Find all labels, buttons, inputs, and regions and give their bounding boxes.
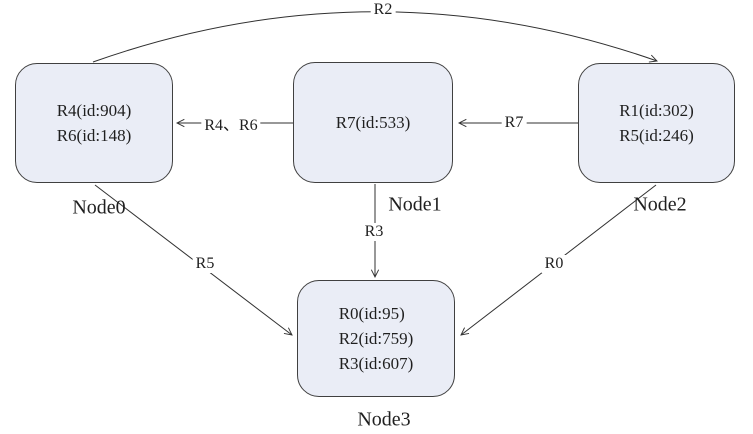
node0-line: R6(id:148) bbox=[56, 126, 132, 145]
node1-caption: Node1 bbox=[388, 193, 442, 216]
edge-node0-to-node2 bbox=[92, 11, 658, 63]
node3-line: R2(id:759) bbox=[338, 329, 414, 348]
node2-caption: Node2 bbox=[633, 193, 687, 216]
edge-label-r3: R3 bbox=[361, 223, 387, 241]
node2-line: R1(id:302) bbox=[619, 101, 694, 120]
node2-contents: R1(id:302) R5(id:246) bbox=[619, 98, 694, 148]
node0-contents: R4(id:904) R6(id:148) bbox=[57, 98, 132, 148]
edge-label-r2: R2 bbox=[370, 1, 396, 19]
node1-contents: R7(id:533) bbox=[336, 110, 411, 135]
node-node3: R0(id:95) R2(id:759) R3(id:607) bbox=[297, 280, 455, 397]
edge-label-r0: R0 bbox=[541, 255, 567, 273]
node3-line: R0(id:95) bbox=[338, 304, 405, 323]
edge-label-r4-r6: R4、R6 bbox=[201, 111, 261, 135]
edge-label-r7: R7 bbox=[501, 114, 527, 132]
node1-line: R7(id:533) bbox=[335, 113, 411, 132]
node-node2: R1(id:302) R5(id:246) bbox=[578, 63, 735, 183]
node2-line: R5(id:246) bbox=[619, 126, 694, 145]
node0-caption: Node0 bbox=[72, 196, 126, 219]
edge-label-r5: R5 bbox=[192, 255, 218, 273]
node-node1: R7(id:533) bbox=[293, 62, 453, 183]
node-node0: R4(id:904) R6(id:148) bbox=[15, 63, 173, 183]
node3-caption: Node3 bbox=[357, 408, 411, 431]
node3-contents: R0(id:95) R2(id:759) R3(id:607) bbox=[339, 301, 414, 376]
node3-line: R3(id:607) bbox=[338, 354, 414, 373]
node0-line: R4(id:904) bbox=[56, 101, 132, 120]
